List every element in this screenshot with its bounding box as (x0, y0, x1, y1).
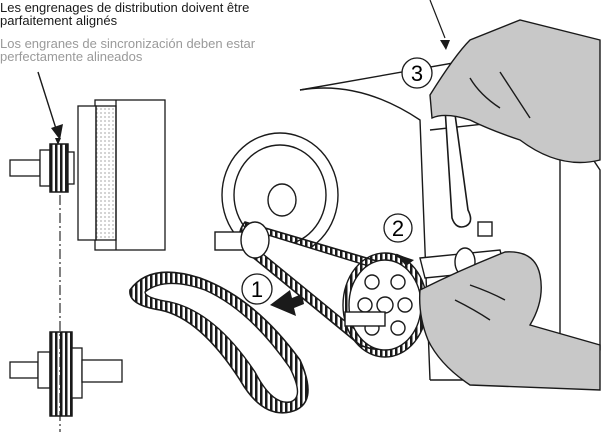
caption-french-line1: Les engrenages de distribution doivent ê… (0, 0, 250, 15)
main-assembly (129, 0, 601, 414)
caption-spanish: Los engranes de sincronización deben est… (0, 37, 340, 63)
lower-hand (418, 251, 601, 391)
step-number: 1 (251, 277, 263, 302)
caption-french-line2: parfaitement alignés (0, 13, 118, 28)
spoked-sprocket (342, 252, 428, 358)
step-number: 3 (411, 61, 423, 86)
caption-spanish-line2: perfectamente alineados (0, 49, 143, 64)
caption-spanish-line1: Los engranes de sincronización deben est… (0, 36, 256, 51)
slide-arrow-icon (395, 253, 414, 266)
step-marker-2: 2 (383, 213, 413, 243)
motor-body-top (77, 99, 166, 251)
alignment-detail (9, 71, 166, 432)
step-marker-1: 1 (241, 273, 273, 305)
pointer-line (429, 0, 446, 39)
step-marker-3: 3 (401, 57, 433, 89)
motor-pulley (214, 221, 270, 259)
pointer-arrowhead (440, 40, 450, 50)
push-arrow-icon (270, 290, 304, 316)
alignment-arrow-icon (37, 71, 63, 145)
loose-belt (129, 271, 309, 414)
step-number: 2 (392, 216, 404, 241)
small-pulley-top (9, 143, 75, 193)
large-pulley-bottom (9, 331, 123, 417)
wrench-icon (443, 91, 472, 228)
caption-french: Les engrenages de distribution doivent ê… (0, 1, 340, 27)
upper-hand (429, 19, 601, 164)
